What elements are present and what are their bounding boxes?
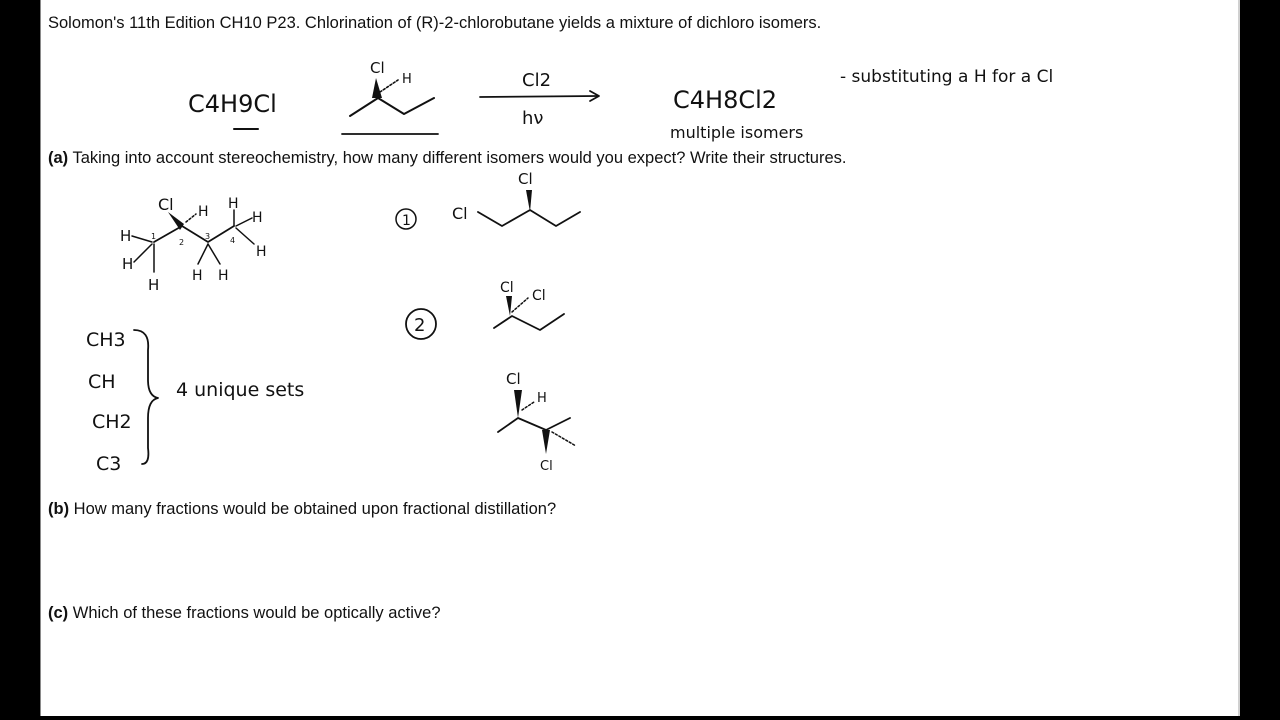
isomer-3: Cl H Cl [497,370,577,474]
butane-full-structure: Cl H H H H H H H H H 1 2 3 4 [120,195,267,294]
svg-text:Cl: Cl [518,170,533,188]
side-note: - substituting a H for a Cl [840,67,1053,87]
reactant-structure: Cl H [341,59,439,135]
svg-text:Cl: Cl [158,195,174,214]
svg-text:3: 3 [205,232,210,241]
isomer-2: 2 Cl Cl [405,280,565,340]
reagent-cl2: Cl2 [522,70,551,91]
sets-note: 4 unique sets [176,379,304,401]
svg-text:1: 1 [151,232,156,241]
page-edge [1238,0,1240,716]
part-a-question: (a) Taking into account stereochemistry,… [48,149,846,168]
product-formula: C4H8Cl2 [673,86,777,114]
part-c-label: (c) [48,604,69,622]
reaction-arrow: Cl2 hν [479,70,600,129]
svg-text:2: 2 [179,238,184,247]
svg-text:H: H [198,204,209,220]
svg-text:4: 4 [230,236,235,245]
isomer-number-1: 1 [402,213,411,229]
svg-text:Cl: Cl [370,59,385,77]
svg-text:H: H [218,268,229,284]
isomer-number-circle-1 [395,208,417,230]
reactant-formula: C4H9Cl [188,90,277,118]
svg-text:H: H [192,268,203,284]
svg-text:H: H [402,72,412,87]
product-note: multiple isomers [670,123,803,142]
worksheet-page [40,0,1239,716]
set-label-2: CH [88,371,116,393]
svg-text:H: H [122,255,133,273]
svg-text:H: H [228,196,239,212]
set-label-3: CH2 [92,411,132,433]
svg-text:H: H [148,276,159,294]
svg-text:Cl: Cl [532,288,546,304]
part-c-question: (c) Which of these fractions would be op… [48,604,441,623]
svg-text:Cl: Cl [506,370,521,388]
set-label-4: C3 [96,453,121,475]
svg-text:Cl: Cl [540,459,553,474]
part-a-label: (a) [48,149,69,167]
isomer-number-2: 2 [414,315,425,336]
wedge-bond [372,78,382,98]
part-c-text: Which of these fractions would be optica… [72,604,441,622]
part-b-label: (b) [48,500,70,518]
isomer-1: 1 Cl Cl [395,170,581,230]
svg-text:H: H [252,210,263,226]
svg-text:Cl: Cl [500,280,514,296]
brace [133,329,159,465]
svg-text:H: H [256,244,267,260]
part-b-question: (b) How many fractions would be obtained… [48,500,556,519]
isomer-number-circle-2 [405,308,437,340]
svg-text:H: H [120,227,131,245]
problem-title: Solomon's 11th Edition CH10 P23. Chlorin… [48,14,822,32]
reagent-light: hν [522,108,543,129]
part-a-text: Taking into account stereochemistry, how… [72,149,847,167]
svg-text:H: H [537,391,547,406]
set-label-1: CH3 [86,329,126,351]
svg-text:Cl: Cl [452,204,468,223]
part-b-text: How many fractions would be obtained upo… [73,500,557,518]
unique-sets-list: CH3 CH CH2 C3 4 unique sets [86,329,304,475]
